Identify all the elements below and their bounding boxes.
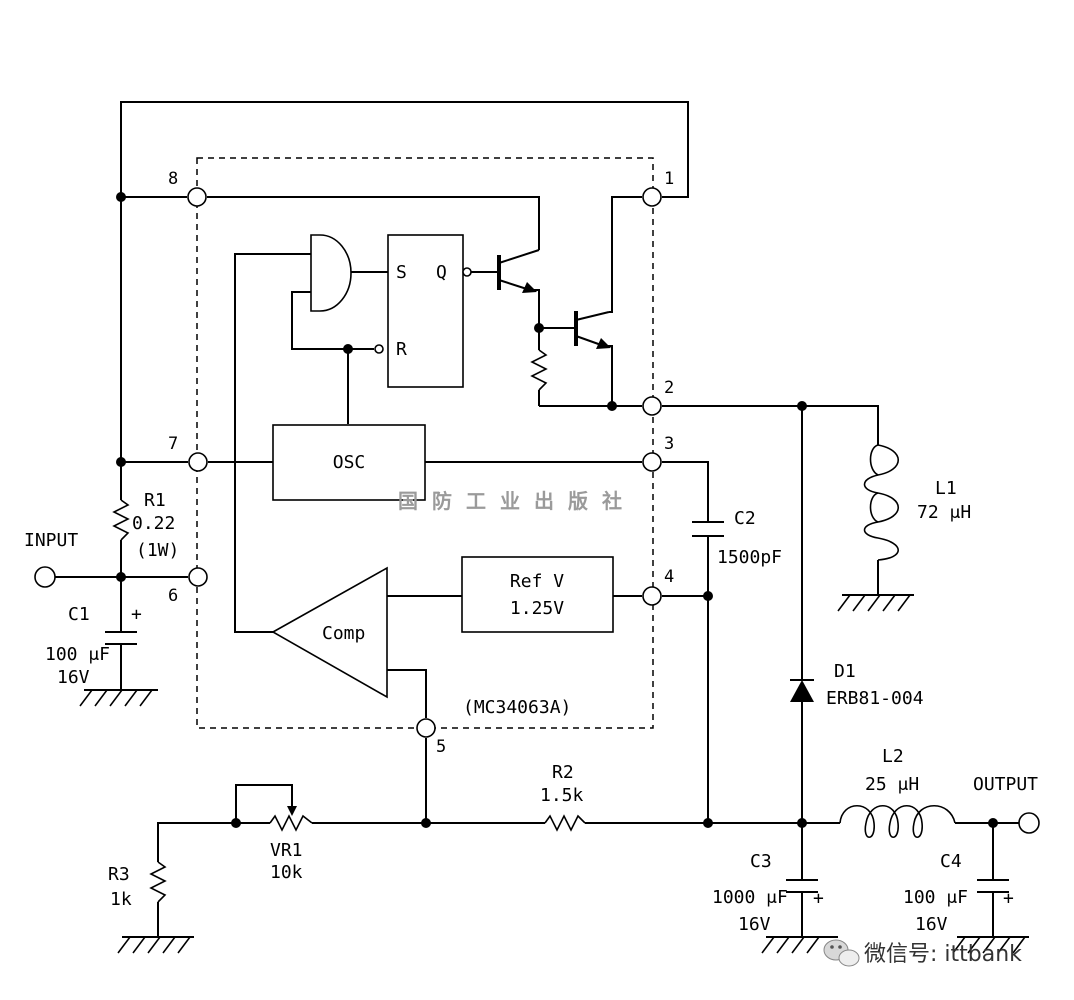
c4-polarity: +: [1003, 888, 1014, 909]
c2-value: 1500pF: [717, 547, 782, 568]
pin-6-terminal: [188, 567, 208, 587]
l1-inductor: [863, 444, 899, 561]
reference-voltage-label: Ref V: [510, 571, 564, 592]
driver-transistor: [497, 249, 540, 293]
pin-6-label: 6: [168, 586, 178, 606]
c1-polarity: +: [131, 604, 142, 625]
r2-name: R2: [552, 762, 574, 783]
internal-resistor: [530, 349, 548, 391]
comparator: [271, 566, 388, 699]
vr1-potentiometer: [269, 806, 313, 832]
reference-voltage-block: [461, 556, 614, 633]
pin-4-label: 4: [664, 567, 674, 587]
vr1-value: 10k: [270, 862, 303, 883]
pin-3-terminal: [642, 452, 662, 472]
c3-capacitor: [786, 879, 818, 893]
r1-power: (1W): [136, 540, 179, 561]
c3-voltage: 16V: [738, 914, 771, 935]
c4-voltage: 16V: [915, 914, 948, 935]
vr1-name: VR1: [270, 840, 303, 861]
input-terminal: [34, 566, 56, 588]
c4-value: 100 μF: [903, 887, 968, 908]
l1-ground-symbol: [837, 594, 914, 612]
flipflop-q-label: Q: [436, 262, 447, 283]
d1-value: ERB81-004: [826, 688, 924, 709]
comparator-label: Comp: [322, 623, 365, 644]
d1-name: D1: [834, 661, 856, 682]
d1-diode: [790, 679, 814, 702]
reference-voltage-value: 1.25V: [510, 598, 564, 619]
oscillator-block: [272, 424, 426, 501]
c1-ground-symbol: [79, 689, 158, 707]
pin-2-terminal: [642, 396, 662, 416]
sr-flipflop: [387, 234, 464, 388]
c3-value: 1000 μF: [712, 887, 788, 908]
pin-1-terminal: [642, 187, 662, 207]
junction-dots: [116, 192, 998, 828]
flipflop-q-inversion: [462, 267, 472, 277]
c2-name: C2: [734, 508, 756, 529]
r2-value: 1.5k: [540, 785, 584, 806]
output-label: OUTPUT: [973, 774, 1038, 795]
wires: [55, 101, 1019, 937]
l2-name: L2: [882, 746, 904, 767]
chip-part-number: (MC34063A): [463, 697, 571, 718]
c3-name: C3: [750, 851, 772, 872]
r3-resistor: [149, 861, 167, 903]
r1-name: R1: [144, 490, 166, 511]
oscillator-label: OSC: [333, 452, 366, 473]
pin-8-label: 8: [168, 169, 178, 189]
flipflop-r-inversion: [374, 344, 384, 354]
c1-voltage: 16V: [57, 667, 90, 688]
and-gate: [310, 234, 352, 312]
c4-ground-symbol: [952, 936, 1029, 954]
c3-ground-symbol: [761, 936, 838, 954]
r3-value: 1k: [110, 889, 132, 910]
l2-value: 25 μH: [865, 774, 919, 795]
publisher-watermark: 国防工业出版社: [398, 489, 636, 513]
ic-pins: [187, 187, 662, 738]
l1-value: 72 μH: [917, 502, 971, 523]
flipflop-r-label: R: [396, 339, 407, 360]
r3-name: R3: [108, 864, 130, 885]
r1-resistor: [112, 499, 130, 541]
c1-name: C1: [68, 604, 90, 625]
pin-8-terminal: [187, 187, 207, 207]
pin-7-label: 7: [168, 434, 178, 454]
pin-3-label: 3: [664, 434, 674, 454]
pin-5-terminal: [416, 718, 436, 738]
r1-value: 0.22: [132, 513, 175, 534]
pin-2-label: 2: [664, 378, 674, 398]
pin-7-terminal: [188, 452, 208, 472]
switch-transistor: [574, 311, 611, 349]
r3-ground-symbol: [117, 936, 194, 954]
pin-5-label: 5: [436, 737, 446, 757]
c1-capacitor: [105, 631, 137, 645]
wechat-icon: [823, 939, 860, 967]
c4-capacitor: [977, 879, 1009, 893]
flipflop-s-label: S: [396, 262, 407, 283]
c3-polarity: +: [813, 888, 824, 909]
l1-name: L1: [935, 478, 957, 499]
l2-inductor: [839, 805, 956, 839]
c2-capacitor: [692, 521, 724, 537]
c1-value: 100 μF: [45, 644, 110, 665]
c4-name: C4: [940, 851, 962, 872]
r2-resistor: [544, 814, 586, 832]
output-terminal: [1018, 812, 1040, 834]
pin-4-terminal: [642, 586, 662, 606]
pin-1-label: 1: [664, 169, 674, 189]
input-label: INPUT: [24, 530, 78, 551]
wechat-account-watermark: 微信号: ittbank: [864, 942, 1022, 967]
